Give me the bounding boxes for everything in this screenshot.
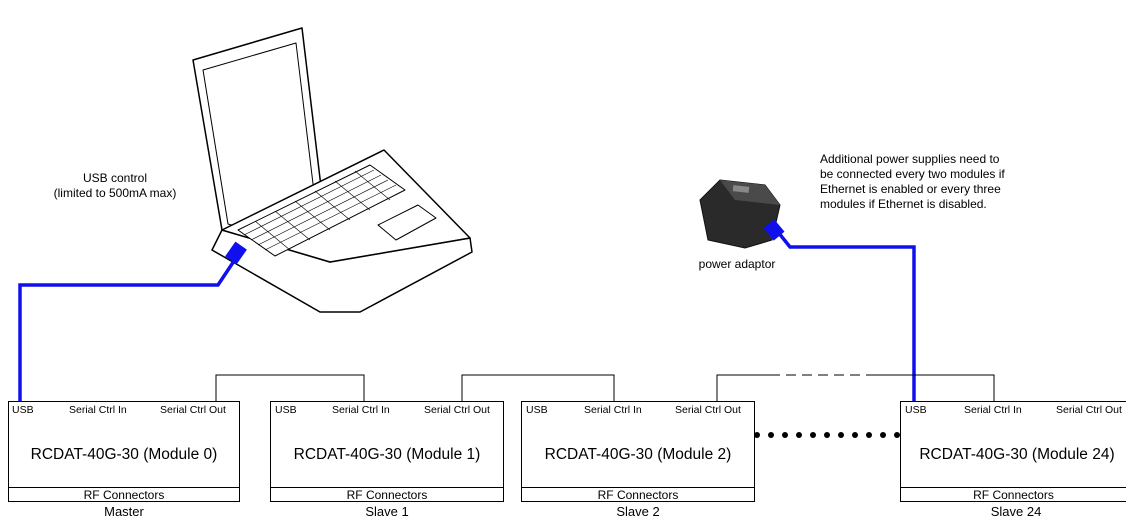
usb-port-label: USB [12, 404, 34, 416]
usb-port-label: USB [905, 404, 927, 416]
usb-control-title: USB control [82, 171, 148, 185]
power-adaptor-icon [699, 179, 781, 249]
power-supply-note: Additional power supplies need to be con… [820, 152, 1120, 212]
serial-out-label: Serial Ctrl Out [160, 404, 226, 416]
serial-out-label: Serial Ctrl Out [424, 404, 490, 416]
power-note-line-4: modules if Ethernet is disabled. [820, 197, 987, 211]
serial-out-label: Serial Ctrl Out [675, 404, 741, 416]
serial-in-label: Serial Ctrl In [584, 404, 642, 416]
module-24: USB Serial Ctrl In Serial Ctrl Out RCDAT… [900, 401, 1126, 488]
usb-cable-laptop [18, 241, 247, 402]
continuation-dots [754, 432, 900, 438]
power-note-line-2: be connected every two modules if [820, 167, 1005, 181]
rf-connectors: RF Connectors [521, 488, 755, 502]
serial-in-label: Serial Ctrl In [332, 404, 390, 416]
serial-in-label: Serial Ctrl In [69, 404, 127, 416]
serial-out-label: Serial Ctrl Out [1056, 404, 1122, 416]
module-role: Master [104, 504, 144, 519]
usb-control-limit: (limited to 500mA max) [53, 186, 177, 200]
module-name: RCDAT-40G-30 (Module 1) [293, 446, 481, 463]
module-role: Slave 24 [990, 504, 1042, 519]
module-1: USB Serial Ctrl In Serial Ctrl Out RCDAT… [270, 401, 504, 488]
power-note-line-3: Ethernet is enabled or every three [820, 182, 1001, 196]
rf-connectors: RF Connectors [8, 488, 240, 502]
usb-port-label: USB [275, 404, 297, 416]
rf-connectors: RF Connectors [270, 488, 504, 502]
power-note-line-1: Additional power supplies need to [820, 152, 1000, 166]
usb-port-label: USB [526, 404, 548, 416]
module-name: RCDAT-40G-30 (Module 2) [544, 446, 732, 463]
usb-control-note: USB control (limited to 500mA max) [0, 171, 230, 201]
serial-chain [215, 374, 995, 402]
module-name: RCDAT-40G-30 (Module 0) [30, 446, 218, 463]
module-role: Slave 2 [616, 504, 660, 519]
module-role: Slave 1 [365, 504, 409, 519]
rf-connectors: RF Connectors [900, 488, 1126, 502]
power-cable [763, 219, 916, 402]
power-adaptor-label: power adaptor [698, 257, 776, 271]
module-name: RCDAT-40G-30 (Module 24) [919, 446, 1115, 463]
laptop-icon [192, 27, 473, 313]
module-0: USB Serial Ctrl In Serial Ctrl Out RCDAT… [8, 401, 240, 488]
serial-in-label: Serial Ctrl In [964, 404, 1022, 416]
module-2: USB Serial Ctrl In Serial Ctrl Out RCDAT… [521, 401, 755, 488]
